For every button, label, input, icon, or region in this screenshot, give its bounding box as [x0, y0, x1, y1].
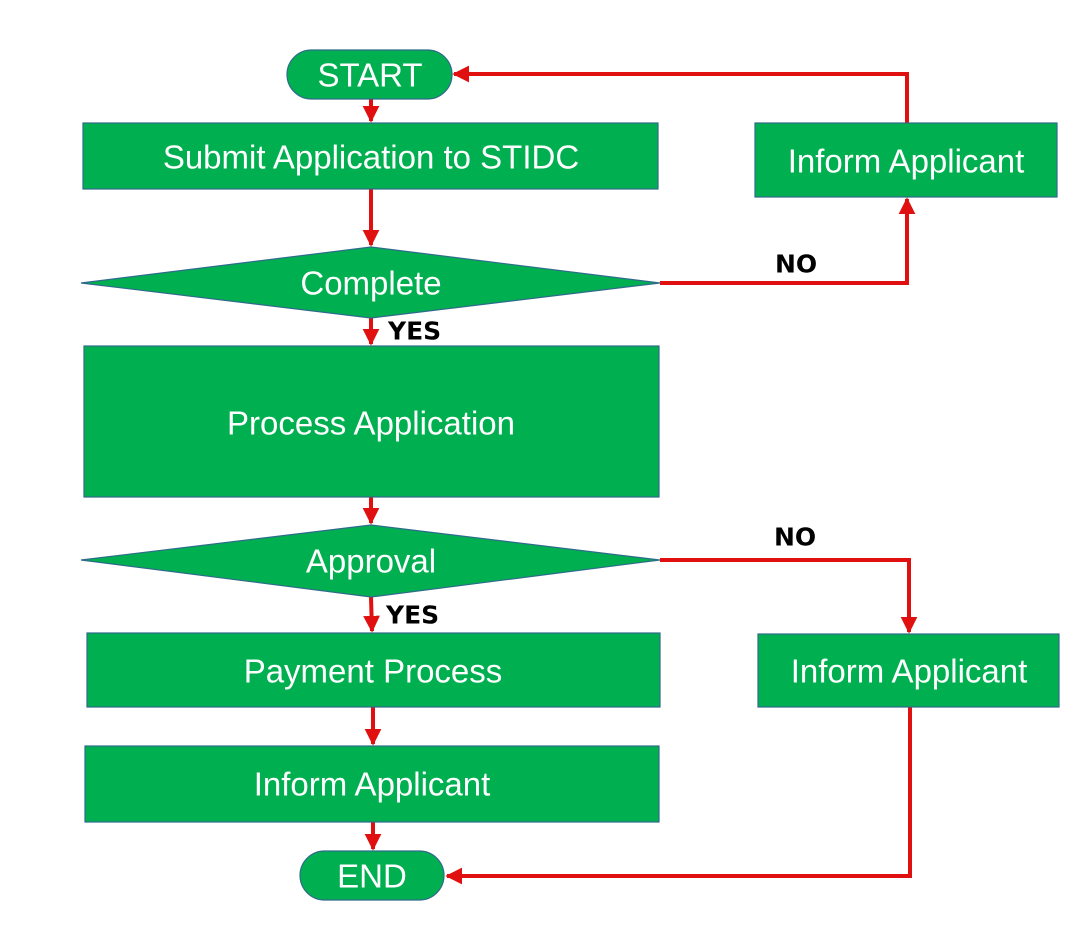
end-label: END [337, 858, 407, 895]
inform-applicant-incomplete-node: Inform Applicant [754, 122, 1058, 198]
complete-yes-label: YES [387, 317, 441, 346]
approval-decision-label: Approval [306, 543, 436, 580]
edge-inform-to-start [452, 65, 909, 123]
approval-no-label: NO [774, 523, 816, 552]
connectors [362, 65, 918, 885]
process-application-label: Process Application [227, 405, 515, 442]
inform-applicant-final-node: Inform Applicant [84, 745, 660, 823]
inform-applicant-rejected-label: Inform Applicant [791, 653, 1028, 690]
inform-applicant-rejected-node: Inform Applicant [757, 633, 1060, 708]
start-label: START [317, 57, 422, 94]
inform-applicant-incomplete-label: Inform Applicant [788, 143, 1025, 180]
inform-applicant-final-label: Inform Applicant [254, 766, 491, 803]
complete-decision-node: Complete [80, 246, 661, 319]
start-node: START [286, 49, 453, 100]
process-application-node: Process Application [83, 345, 660, 498]
edge-inform-rejected-to-end [445, 707, 912, 885]
end-node: END [299, 850, 445, 901]
submit-application-node: Submit Application to STIDC [82, 122, 659, 190]
approval-decision-node: Approval [80, 524, 661, 598]
edge-approval-yes-to-payment [363, 596, 380, 633]
edge-approval-no-to-inform [660, 558, 918, 634]
submit-application-label: Submit Application to STIDC [163, 139, 579, 176]
payment-process-node: Payment Process [86, 632, 661, 708]
payment-process-label: Payment Process [244, 653, 503, 690]
complete-no-label: NO [775, 250, 817, 279]
complete-decision-label: Complete [300, 265, 441, 302]
edge-complete-no-to-inform [660, 197, 916, 285]
approval-yes-label: YES [385, 601, 439, 630]
